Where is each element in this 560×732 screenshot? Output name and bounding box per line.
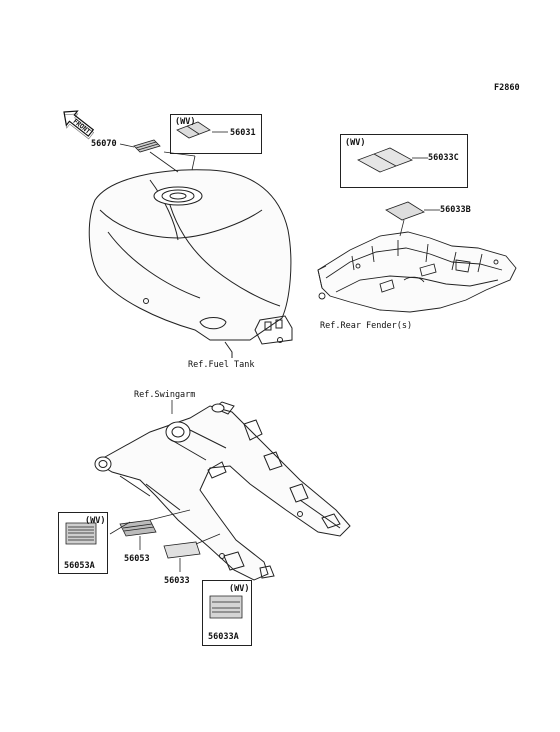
- label-56053-drawing: [119, 519, 157, 537]
- label-56033B-drawing: [385, 201, 425, 221]
- part-number-56033B: 56033B: [440, 205, 471, 215]
- part-number-56053A: 56053A: [64, 561, 95, 571]
- wv-box-56031: (WV): [170, 114, 262, 154]
- figure-code: F2860: [494, 83, 520, 93]
- part-number-56033A: 56033A: [208, 632, 239, 642]
- rear-fender-drawing: [317, 231, 517, 313]
- swingarm-drawing: [94, 401, 351, 581]
- label-56033-drawing: [163, 541, 201, 559]
- wv-box-56033A: (WV): [202, 580, 252, 646]
- label-56033C-drawing: [357, 147, 413, 173]
- label-56070-drawing: [133, 139, 161, 153]
- part-number-56053: 56053: [124, 554, 150, 564]
- wv-box-56033C: (WV): [340, 134, 468, 188]
- label-56031-drawing: [176, 121, 211, 139]
- leader-lines-swingarm: [109, 400, 221, 572]
- front-arrow-icon: FRONT: [63, 110, 95, 140]
- label-56053A-drawing: [65, 522, 97, 545]
- wv-tag: (WV): [85, 516, 106, 526]
- fuel-tank-drawing: [88, 169, 293, 358]
- part-number-56033C: 56033C: [428, 153, 459, 163]
- wv-tag: (WV): [229, 584, 250, 594]
- wv-tag: (WV): [345, 138, 366, 148]
- leader-56033B-to-fender: [399, 219, 405, 237]
- part-number-56031: 56031: [230, 128, 256, 138]
- ref-swingarm: Ref.Swingarm: [134, 390, 196, 400]
- ref-fuel-tank: Ref.Fuel Tank: [188, 360, 255, 370]
- part-number-56070: 56070: [91, 139, 117, 149]
- label-56033A-drawing: [209, 595, 243, 619]
- leader-lines-fuel-tank: [119, 131, 233, 358]
- part-number-56033: 56033: [164, 576, 190, 586]
- wv-tag: (WV): [175, 117, 196, 127]
- ref-rear-fender: Ref.Rear Fender(s): [320, 321, 413, 331]
- wv-box-56053A: (WV): [58, 512, 108, 574]
